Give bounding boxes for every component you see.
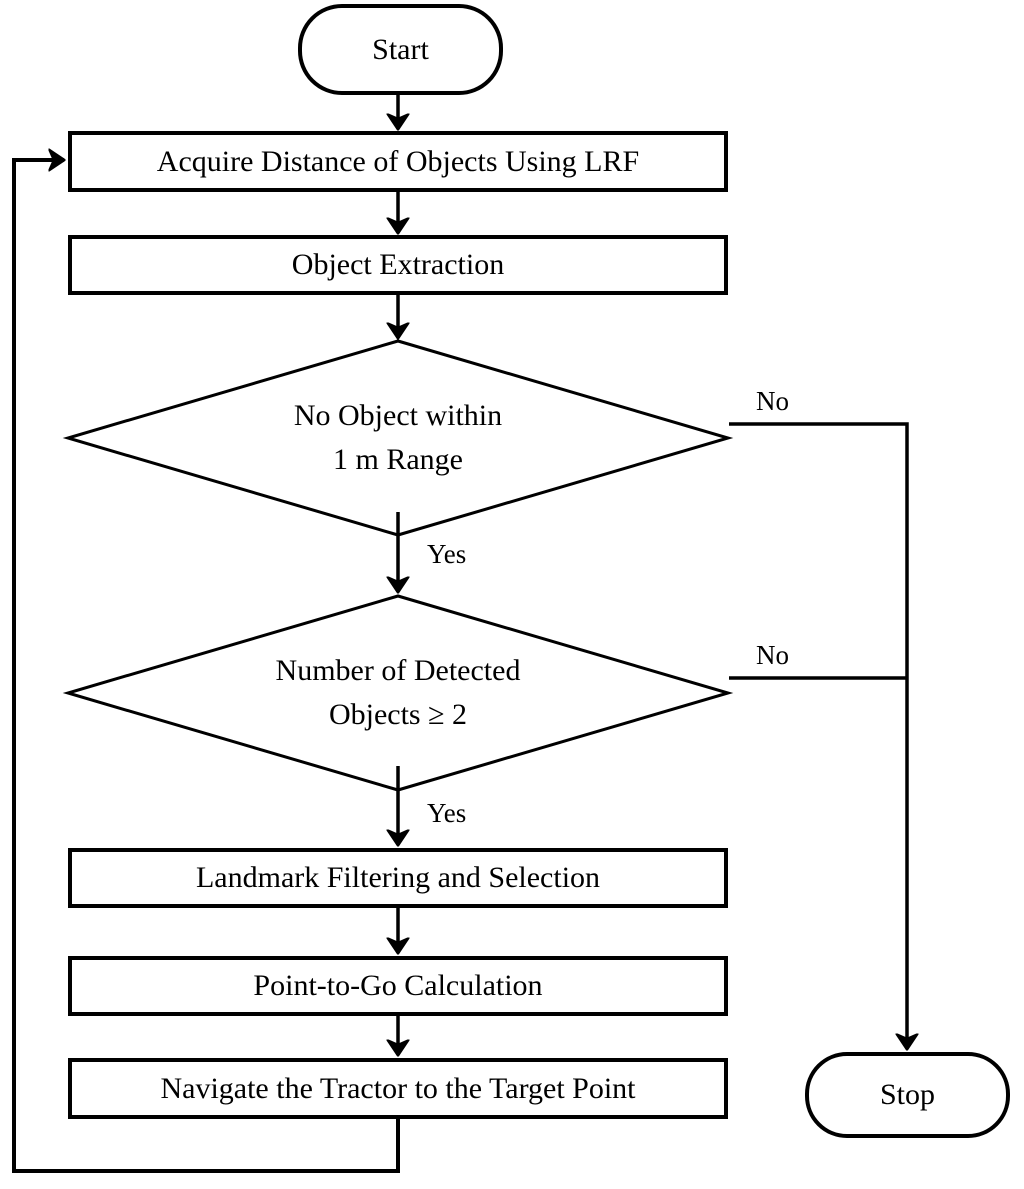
node-acquire-distance: Acquire Distance of Objects Using LRF <box>68 131 728 192</box>
stop-label: Stop <box>879 1078 936 1111</box>
decision2-line2: Objects ≥ 2 <box>328 698 468 731</box>
edge-label-no-2: No <box>756 640 789 670</box>
node-object-extraction: Object Extraction <box>68 235 728 295</box>
edge-label-yes-2: Yes <box>427 798 467 828</box>
edge-label-no-1: No <box>756 386 789 416</box>
node-navigate-tractor: Navigate the Tractor to the Target Point <box>68 1058 728 1119</box>
navigate-tractor-label: Navigate the Tractor to the Target Point <box>160 1071 636 1105</box>
node-point-to-go: Point-to-Go Calculation <box>68 956 728 1016</box>
start-label: Start <box>372 32 429 66</box>
acquire-distance-label: Acquire Distance of Objects Using LRF <box>156 144 640 178</box>
node-decision-num-objects: Number of Detected Objects ≥ 2 <box>148 648 648 738</box>
decision1-line1: No Object within <box>293 399 503 432</box>
edge-loopback-navigate-to-acquire <box>12 160 400 1173</box>
node-landmark-filtering: Landmark Filtering and Selection <box>68 848 728 908</box>
landmark-filtering-label: Landmark Filtering and Selection <box>195 861 601 894</box>
decision2-line1: Number of Detected <box>275 654 521 687</box>
point-to-go-label: Point-to-Go Calculation <box>253 969 543 1002</box>
edge-label-yes-1: Yes <box>427 539 467 569</box>
node-decision-no-object-range: No Object within 1 m Range <box>148 393 648 483</box>
node-start: Start <box>298 4 503 95</box>
edge-decision1-no-to-stop <box>729 422 907 1049</box>
object-extraction-label: Object Extraction <box>291 248 505 281</box>
node-stop: Stop <box>805 1052 1010 1138</box>
decision1-line2: 1 m Range <box>333 443 463 476</box>
